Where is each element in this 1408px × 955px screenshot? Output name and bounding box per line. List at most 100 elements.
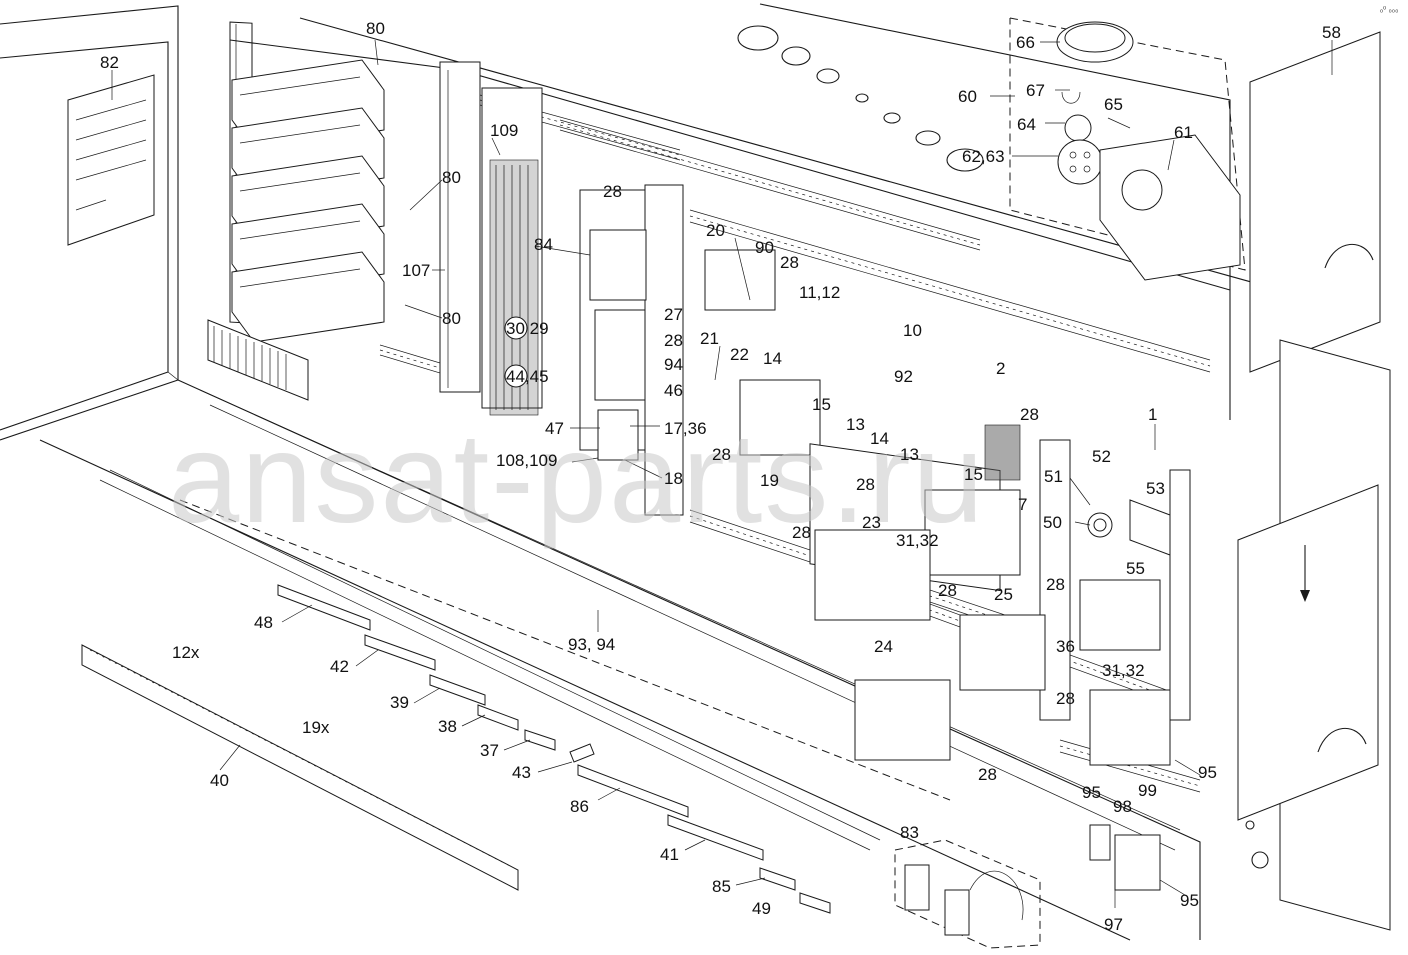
callout-64: 64 xyxy=(1017,115,1036,134)
leader-lines xyxy=(111,39,1333,908)
callout-66: 66 xyxy=(1016,33,1035,52)
callout-12x: 12x xyxy=(172,643,200,662)
callout-60: 60 xyxy=(958,87,977,106)
callout-85: 85 xyxy=(712,877,731,896)
callout-90: 90 xyxy=(755,238,774,257)
callout-14-b: 14 xyxy=(870,429,889,448)
callout-93-94: 93, 94 xyxy=(568,635,615,654)
callout-11-12: 11,12 xyxy=(799,283,840,302)
callout-15-a: 15 xyxy=(812,395,831,414)
callout-28-f: 28 xyxy=(856,475,875,494)
callout-67: 67 xyxy=(1026,81,1045,100)
callout-62-63: 62,63 xyxy=(962,147,1005,166)
cover-plate-58 xyxy=(1237,31,1391,931)
callout-25: 25 xyxy=(994,585,1013,604)
callout-31-32-b: 31,32 xyxy=(1102,661,1145,680)
left-terminal-block xyxy=(207,319,309,401)
callout-15-b: 15 xyxy=(964,465,983,484)
callout-51: 51 xyxy=(1044,467,1063,486)
callout-28-c: 28 xyxy=(780,253,799,272)
callout-109: 109 xyxy=(490,121,518,140)
callout-42: 42 xyxy=(330,657,349,676)
loose-jumper-parts xyxy=(81,584,831,914)
callout-28-e: 28 xyxy=(1020,405,1039,424)
callout-28-b: 28 xyxy=(664,331,683,350)
callout-7: 7 xyxy=(1018,495,1027,514)
callout-92: 92 xyxy=(894,367,913,386)
callout-80-top: 80 xyxy=(366,19,385,38)
callout-40: 40 xyxy=(210,771,229,790)
callout-27: 27 xyxy=(664,305,683,324)
callout-28-h: 28 xyxy=(1046,575,1065,594)
connector-assembly xyxy=(1087,499,1171,556)
callout-50: 50 xyxy=(1043,513,1062,532)
terminal-strip-109 xyxy=(489,159,539,416)
callout-53: 53 xyxy=(1146,479,1165,498)
callout-52: 52 xyxy=(1092,447,1111,466)
callout-99: 99 xyxy=(1138,781,1157,800)
callout-95-b: 95 xyxy=(1082,783,1101,802)
callout-14-a: 14 xyxy=(763,349,782,368)
callout-80-low: 80 xyxy=(442,309,461,328)
callout-48: 48 xyxy=(254,613,273,632)
callout-2: 2 xyxy=(996,359,1005,378)
callout-61: 61 xyxy=(1174,123,1193,142)
callout-28-a: 28 xyxy=(603,182,622,201)
callout-80-mid: 80 xyxy=(442,168,461,187)
callout-28-k: 28 xyxy=(978,765,997,784)
callout-13-b: 13 xyxy=(900,445,919,464)
callout-97: 97 xyxy=(1104,915,1123,934)
callout-28-j: 28 xyxy=(1056,689,1075,708)
callout-83: 83 xyxy=(900,823,919,842)
callout-28-i: 28 xyxy=(938,581,957,600)
callout-47: 47 xyxy=(545,419,564,438)
callout-94: 94 xyxy=(664,355,683,374)
callout-95-a: 95 xyxy=(1198,763,1217,782)
callout-37: 37 xyxy=(480,741,499,760)
callout-31-32-a: 31,32 xyxy=(896,531,939,550)
callout-1: 1 xyxy=(1148,405,1157,424)
panel-holes xyxy=(737,25,984,172)
detail-box-83 xyxy=(894,839,1041,949)
relay-module-stack xyxy=(231,59,385,343)
callout-21: 21 xyxy=(700,329,719,348)
callout-44-45: 44,45 xyxy=(506,367,549,386)
callout-19x: 19x xyxy=(302,718,330,737)
callout-17-36: 17,36 xyxy=(664,419,707,438)
callout-46: 46 xyxy=(664,381,683,400)
callout-10: 10 xyxy=(903,321,922,340)
callout-43: 43 xyxy=(512,763,531,782)
detail-box-60 xyxy=(1009,17,1246,281)
callout-98: 98 xyxy=(1113,797,1132,816)
corner-mark: ₒ⁰ ₀₀₀ xyxy=(1380,5,1398,14)
callout-20: 20 xyxy=(706,221,725,240)
callout-108-109: 108,109 xyxy=(496,451,557,470)
callout-18: 18 xyxy=(664,469,683,488)
callout-82: 82 xyxy=(100,53,119,72)
callout-24: 24 xyxy=(874,637,893,656)
callout-13-a: 13 xyxy=(846,415,865,434)
callout-19: 19 xyxy=(760,471,779,490)
label-sheet-82 xyxy=(67,74,155,246)
callout-95-c: 95 xyxy=(1180,891,1199,910)
callout-28-d: 28 xyxy=(712,445,731,464)
callout-49: 49 xyxy=(752,899,771,918)
watermark-text: ansat-parts.ru xyxy=(168,407,986,550)
callout-107: 107 xyxy=(402,261,430,280)
callout-30-29: 30 29 xyxy=(506,319,549,338)
callout-22: 22 xyxy=(730,345,749,364)
callout-labels: 80 80 80 82 107 109 84 30 29 44,45 47 10… xyxy=(100,19,1341,934)
callout-23: 23 xyxy=(862,513,881,532)
callout-28-g: 28 xyxy=(792,523,811,542)
callout-36: 36 xyxy=(1056,637,1075,656)
callout-39: 39 xyxy=(390,693,409,712)
callout-86: 86 xyxy=(570,797,589,816)
callout-38: 38 xyxy=(438,717,457,736)
callout-41: 41 xyxy=(660,845,679,864)
callout-84: 84 xyxy=(534,235,553,254)
callout-65: 65 xyxy=(1104,95,1123,114)
callout-55: 55 xyxy=(1126,559,1145,578)
callout-58: 58 xyxy=(1322,23,1341,42)
